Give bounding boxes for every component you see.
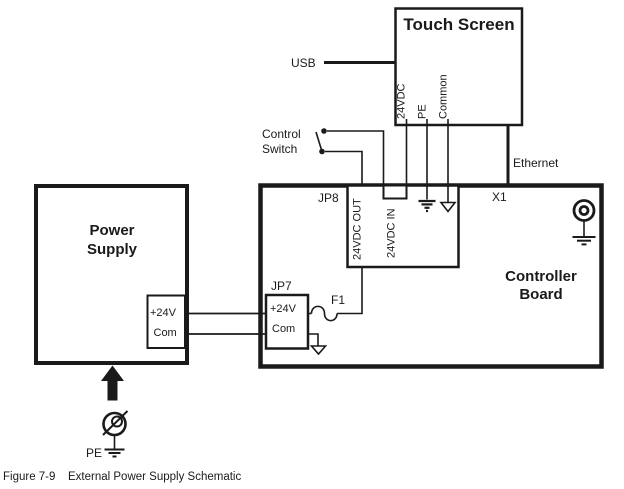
- jp7-pin-com-label: Com: [272, 323, 295, 335]
- x1-port-label: X1: [492, 190, 507, 204]
- pe-label: PE: [86, 446, 102, 460]
- controller-board-ground-icon: [572, 199, 596, 246]
- usb-label: USB: [291, 56, 316, 70]
- touchscreen-pin-pe-label: PE: [417, 104, 429, 119]
- touchscreen-pin-24vdc-label: 24VDC: [396, 83, 408, 119]
- pe-terminal-icon: [102, 410, 129, 458]
- fuse-f1-label: F1: [331, 293, 345, 307]
- controller-board-title-line1: Controller: [505, 268, 577, 285]
- jp7-pin-24v-label: +24V: [270, 303, 297, 315]
- controller-board-title-line2: Board: [519, 286, 562, 303]
- jp8-common-chassis-icon: [439, 201, 457, 213]
- jp8-label: JP8: [318, 191, 339, 205]
- switch-top-contact: [321, 128, 327, 134]
- jp8-pin-24vdc-in-label: 24VDC IN: [386, 208, 398, 258]
- jp8-out-to-fuse-wire: [337, 267, 363, 315]
- jp7-connector-box: [264, 293, 310, 350]
- figure-number: Figure 7-9: [3, 471, 55, 483]
- control-switch-label-line1: Control: [262, 127, 301, 141]
- fuse-f1-symbol: [310, 305, 338, 322]
- switch-top-wire: [327, 130, 385, 186]
- figure-caption: External Power Supply Schematic: [68, 471, 241, 483]
- ps-terminal-com-label: Com: [154, 327, 177, 339]
- jp7-label: JP7: [271, 279, 292, 293]
- power-supply-title-line1: Power: [89, 222, 134, 239]
- jp8-pe-earth-icon: [418, 199, 436, 213]
- jp7-com-chassis-icon: [309, 345, 328, 356]
- power-supply-title-line2: Supply: [87, 241, 138, 258]
- jp7-com-stub: [308, 333, 319, 346]
- ps-terminal-24v-label: +24V: [150, 307, 177, 319]
- jp8-connector-box: [346, 184, 460, 269]
- power-supply-terminal-box: [146, 294, 186, 349]
- switch-blade: [315, 131, 323, 152]
- jp8-jumper-notch: [382, 184, 408, 200]
- earth-arrow-icon: [101, 365, 124, 401]
- touchscreen-pin-common-label: Common: [438, 74, 450, 119]
- switch-bottom-wire: [325, 150, 363, 186]
- control-switch-label-line2: Switch: [262, 142, 297, 156]
- touch-screen-title: Touch Screen: [403, 15, 514, 34]
- touch-screen-box: [394, 7, 524, 127]
- jp8-pin-24vdc-out-label: 24VDC OUT: [352, 198, 364, 260]
- ethernet-label: Ethernet: [513, 156, 559, 170]
